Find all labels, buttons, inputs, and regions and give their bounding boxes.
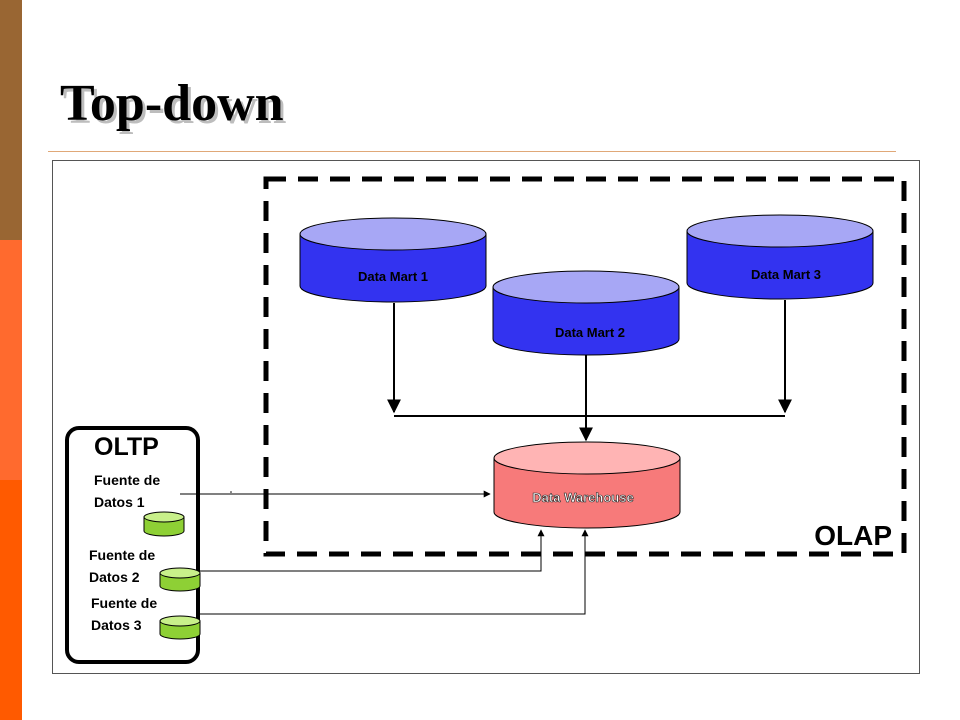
data-mart-3-label: Data Mart 3 — [751, 267, 821, 282]
data-mart-2: Data Mart 2 — [492, 270, 680, 356]
source-3-cylinder — [159, 615, 201, 640]
source-2-cylinder — [159, 567, 201, 592]
side-bar-orange-dark — [0, 480, 22, 720]
stray-dot — [230, 491, 232, 493]
source-connectors — [180, 490, 589, 615]
source-3-arrow — [200, 529, 589, 615]
data-warehouse: Data Warehouse — [493, 441, 681, 529]
source-3-label-line2: Datos 3 — [91, 617, 142, 633]
title-divider — [48, 151, 896, 152]
data-mart-1: Data Mart 1 — [299, 217, 487, 303]
source-1-label-line1: Fuente de — [94, 472, 160, 488]
source-3-label-line1: Fuente de — [91, 595, 157, 611]
source-2-label-line1: Fuente de — [89, 547, 155, 563]
source-2-arrow — [200, 529, 545, 572]
oltp-label: OLTP — [94, 433, 159, 461]
mart-connectors — [387, 300, 792, 442]
source-2-label-line2: Datos 2 — [89, 569, 140, 585]
side-bar-brown — [0, 0, 22, 240]
data-warehouse-label: Data Warehouse — [532, 490, 633, 505]
source-1-cylinder — [143, 511, 185, 537]
slide-title: Top-down — [60, 75, 284, 132]
oltp-box — [65, 426, 200, 664]
data-mart-1-label: Data Mart 1 — [358, 269, 428, 284]
data-mart-2-label: Data Mart 2 — [555, 325, 625, 340]
olap-label: OLAP — [814, 520, 892, 551]
side-bar-orange — [0, 240, 22, 480]
source-1-label-line2: Datos 1 — [94, 494, 145, 510]
data-mart-3: Data Mart 3 — [686, 214, 874, 300]
